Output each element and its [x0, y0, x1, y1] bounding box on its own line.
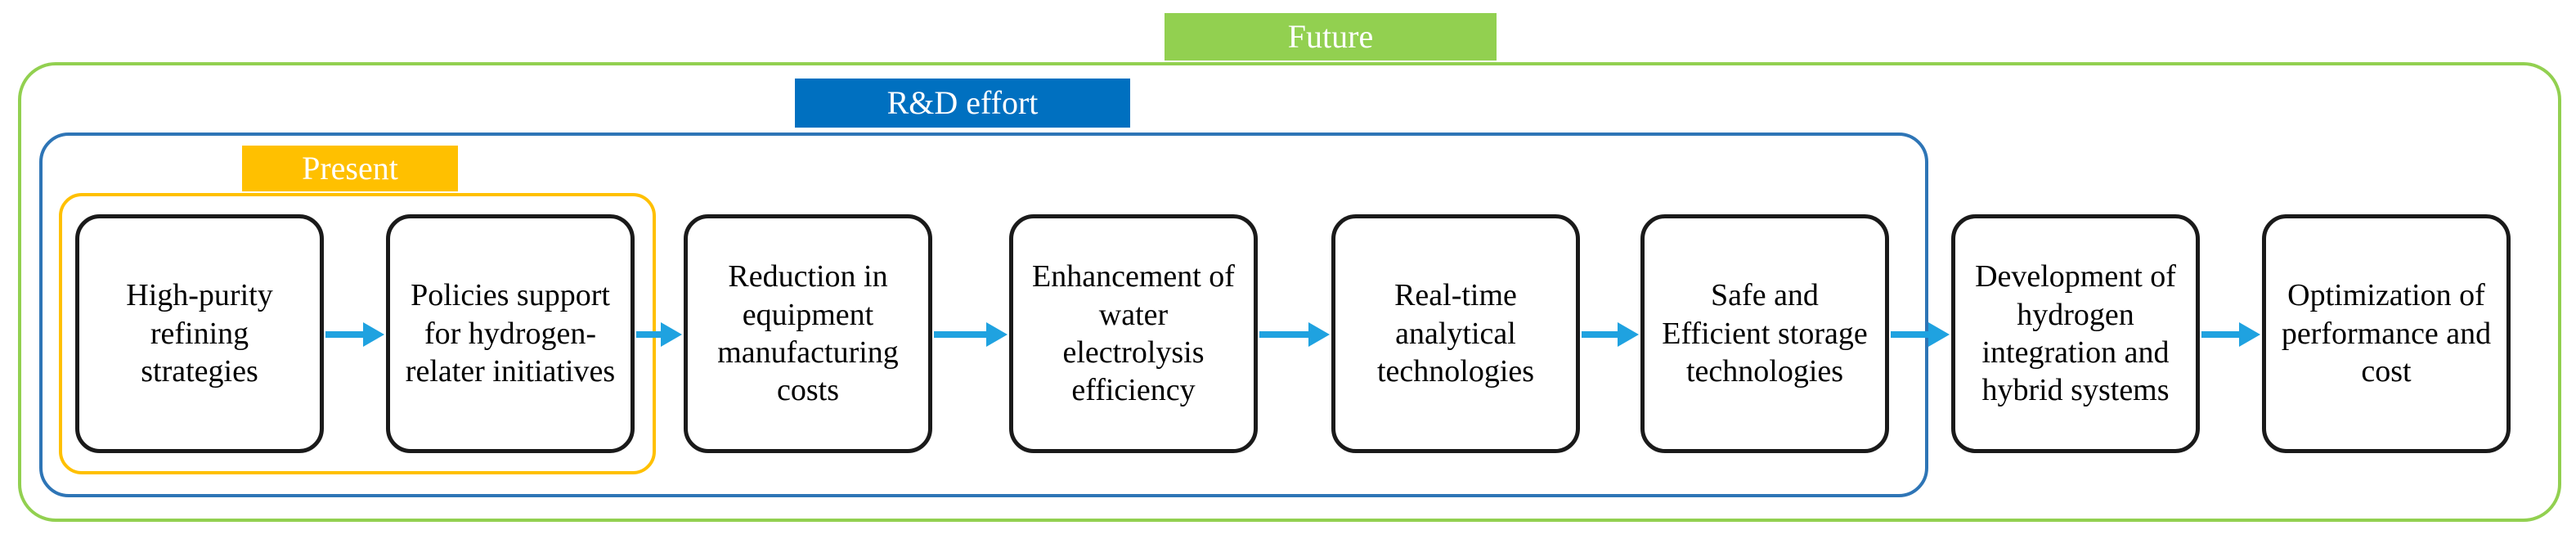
- future-frame: [18, 62, 2561, 522]
- rd-effort-frame: [39, 133, 1928, 497]
- step-hydrogen-integration: Development of hydrogen integration and …: [1951, 214, 2200, 453]
- rd-effort-label: R&D effort: [795, 79, 1130, 128]
- step-label: Safe and Efficient storage technologies: [1662, 278, 1868, 389]
- step-label: Enhancement of water electrolysis effici…: [1032, 259, 1235, 408]
- future-label: Future: [1165, 13, 1497, 61]
- step-real-time-analytics: Real-time analytical technologies: [1331, 214, 1580, 453]
- present-label: Present: [242, 146, 458, 191]
- step-reduction-costs: Reduction in equipment manufacturing cos…: [684, 214, 932, 453]
- step-label: Reduction in equipment manufacturing cos…: [717, 259, 899, 408]
- step-policies-support: Policies support for hydrogen-relater in…: [386, 214, 635, 453]
- step-label: Policies support for hydrogen-relater in…: [405, 278, 616, 389]
- step-label: Real-time analytical technologies: [1376, 278, 1535, 389]
- step-label: High-purity refining strategies: [126, 278, 273, 389]
- step-electrolysis-efficiency: Enhancement of water electrolysis effici…: [1009, 214, 1258, 453]
- step-storage-technologies: Safe and Efficient storage technologies: [1640, 214, 1889, 453]
- step-high-purity-refining: High-purity refining strategies: [75, 214, 324, 453]
- step-optimization: Optimization of performance and cost: [2262, 214, 2511, 453]
- step-label: Development of hydrogen integration and …: [1975, 259, 2176, 408]
- step-label: Optimization of performance and cost: [2281, 278, 2492, 389]
